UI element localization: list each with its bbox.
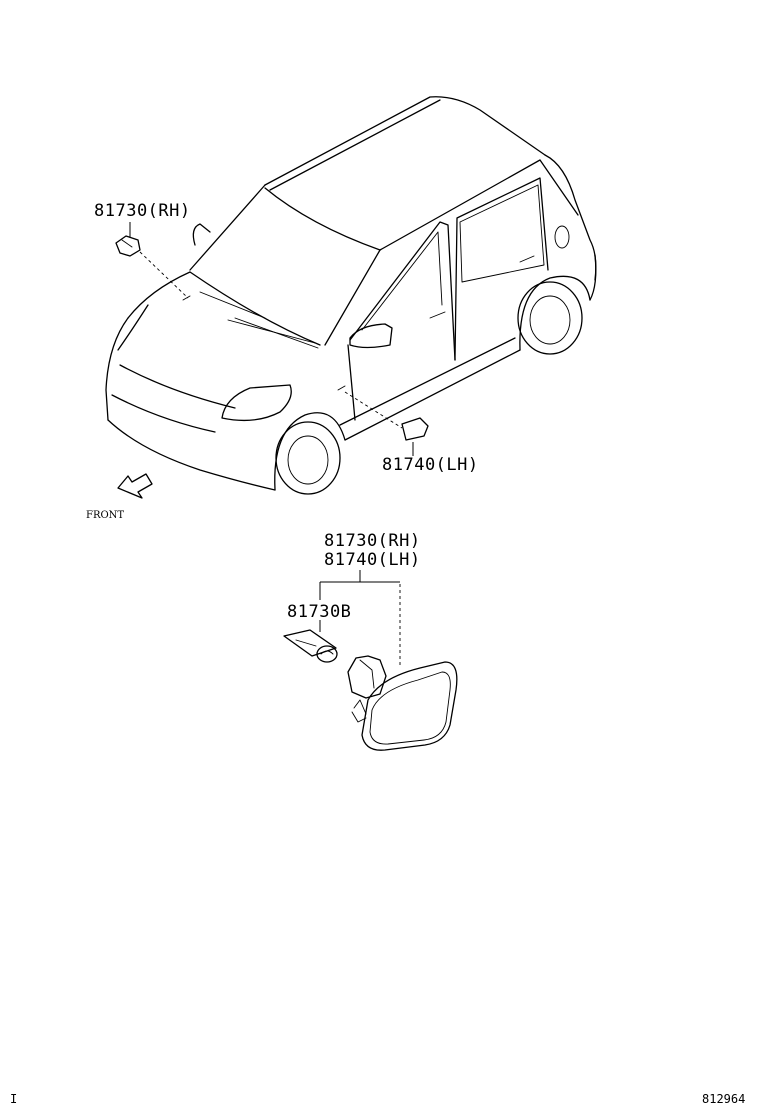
callout-81740-lh-assembly: 81740(LH) <box>324 550 421 570</box>
callout-81730-rh-assembly: 81730(RH) <box>324 531 421 551</box>
callout-81740-lh-top: 81740(LH) <box>382 455 479 475</box>
callout-81730-rh-top: 81730(RH) <box>94 201 191 221</box>
diagram-number: 812964 <box>702 1092 746 1106</box>
footer-left-mark: I <box>10 1092 18 1106</box>
callout-81730b-bulb: 81730B <box>287 602 352 622</box>
front-direction-label: FRONT <box>86 510 125 521</box>
